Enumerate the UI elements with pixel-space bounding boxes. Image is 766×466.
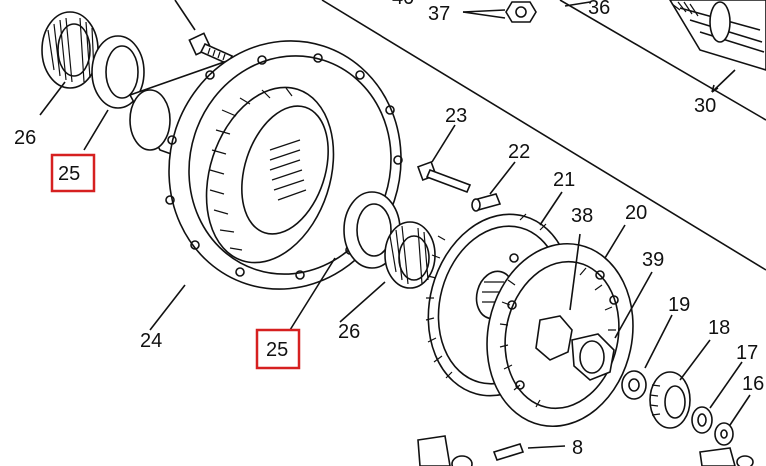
washer-16	[714, 394, 751, 446]
callout-36: 36	[588, 0, 610, 19]
callout-22: 22	[508, 141, 530, 163]
callout-19: 19	[668, 294, 690, 316]
bolt-23	[417, 124, 472, 194]
callout-20: 20	[625, 202, 647, 224]
callout-24: 24	[140, 330, 162, 352]
callout-18: 18	[708, 317, 730, 339]
hub-24	[128, 40, 403, 331]
callout-30: 30	[694, 95, 716, 117]
pin-8	[492, 443, 566, 461]
callout-26-upper: 26	[14, 127, 36, 149]
bearing-26-upper	[39, 11, 99, 116]
callout-25-upper: 25	[58, 163, 80, 185]
callout-25-center: 25	[266, 339, 288, 361]
gear-18	[649, 339, 711, 429]
shaft-30	[669, 0, 766, 93]
callout-39: 39	[642, 249, 664, 271]
pin-22	[471, 161, 516, 212]
callout-8: 8	[572, 437, 583, 459]
carrier-20	[486, 224, 653, 428]
washer-17	[691, 361, 743, 434]
callout-labels: 40 37 36 30 26 25 23 22 21 38 20 39 24 2…	[14, 0, 764, 459]
highlight-box-upper	[50, 153, 96, 193]
frame-lines	[321, 0, 766, 271]
race-25-upper	[83, 35, 145, 151]
bolt-40	[174, 0, 234, 66]
callout-37: 37	[428, 3, 450, 25]
callout-23: 23	[445, 105, 467, 127]
callout-16: 16	[742, 373, 764, 395]
callout-40: 40	[392, 0, 414, 9]
callout-26-center: 26	[338, 321, 360, 343]
bottom-parts	[417, 435, 754, 466]
callout-17: 17	[736, 342, 758, 364]
nut-37	[462, 1, 537, 23]
washer-19	[621, 314, 673, 400]
callout-38: 38	[571, 205, 593, 227]
highlight-box-center	[255, 328, 301, 370]
bearing-26-center	[339, 221, 436, 323]
callout-21: 21	[553, 169, 575, 191]
